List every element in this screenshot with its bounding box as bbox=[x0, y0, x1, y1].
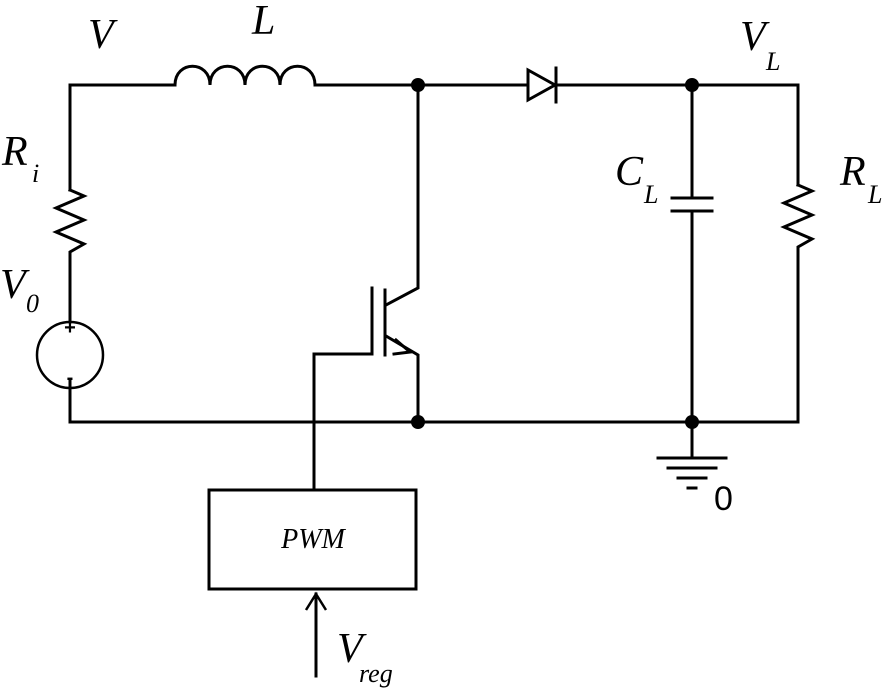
load-resistor-label-main: R bbox=[839, 149, 866, 195]
junction-dot-top-switch bbox=[411, 78, 425, 92]
pwm-box bbox=[207, 488, 418, 591]
source-label: V 0 bbox=[0, 262, 39, 318]
pwm-block: PWM bbox=[207, 488, 418, 591]
capacitor bbox=[670, 196, 714, 213]
pwm-label: PWM bbox=[280, 524, 346, 555]
wire-collector bbox=[383, 83, 420, 308]
voltage-source: + - bbox=[35, 298, 105, 424]
vreg-label-sub: reg bbox=[359, 659, 393, 688]
vreg-label: V reg bbox=[337, 626, 393, 688]
capacitor-label-main: C bbox=[615, 149, 644, 195]
capacitor-label-sub: L bbox=[643, 180, 658, 209]
load-resistor-label-sub: L bbox=[867, 180, 882, 209]
junction-dots bbox=[411, 78, 699, 429]
junction-dot-bottom-cap bbox=[685, 415, 699, 429]
diode-triangle bbox=[526, 67, 559, 103]
source-label-sub: 0 bbox=[26, 289, 39, 318]
node-v-label: V bbox=[88, 12, 118, 58]
source-resistor-label: R i bbox=[1, 129, 39, 188]
junction-dot-top-cap bbox=[685, 78, 699, 92]
wire-emitter bbox=[383, 333, 420, 424]
ground-label: 0 bbox=[714, 480, 733, 518]
output-node-label-main: V bbox=[740, 14, 770, 60]
inductor-label: L bbox=[251, 0, 275, 44]
output-node-label: V L bbox=[740, 14, 780, 76]
wires bbox=[68, 83, 800, 492]
vreg-arrow bbox=[304, 591, 328, 678]
source-plus-sign: + bbox=[64, 317, 76, 339]
igbt-emitter-arrow bbox=[392, 337, 414, 356]
source-resistor-label-main: R bbox=[1, 129, 28, 175]
bottom-wire-left bbox=[68, 378, 420, 424]
capacitor-label: C L bbox=[615, 149, 658, 209]
source-resistor-label-sub: i bbox=[32, 159, 39, 188]
wire-left-top bbox=[68, 83, 177, 192]
load-resistor-zigzag bbox=[780, 183, 816, 250]
output-node-label-sub: L bbox=[765, 47, 780, 76]
load-resistor-label: R L bbox=[839, 149, 882, 209]
inductor-coil bbox=[173, 64, 317, 87]
wire-gate bbox=[312, 352, 374, 492]
diode bbox=[526, 66, 559, 104]
junction-dot-bottom-switch bbox=[411, 415, 425, 429]
source-resistor-zigzag bbox=[52, 188, 88, 257]
vreg-label-main: V bbox=[337, 626, 367, 672]
vreg-arrow-head bbox=[304, 591, 328, 611]
ground-symbol bbox=[656, 456, 728, 490]
source-minus-sign: - bbox=[67, 367, 74, 389]
igbt-switch bbox=[370, 286, 414, 357]
source-label-main: V bbox=[0, 262, 30, 308]
